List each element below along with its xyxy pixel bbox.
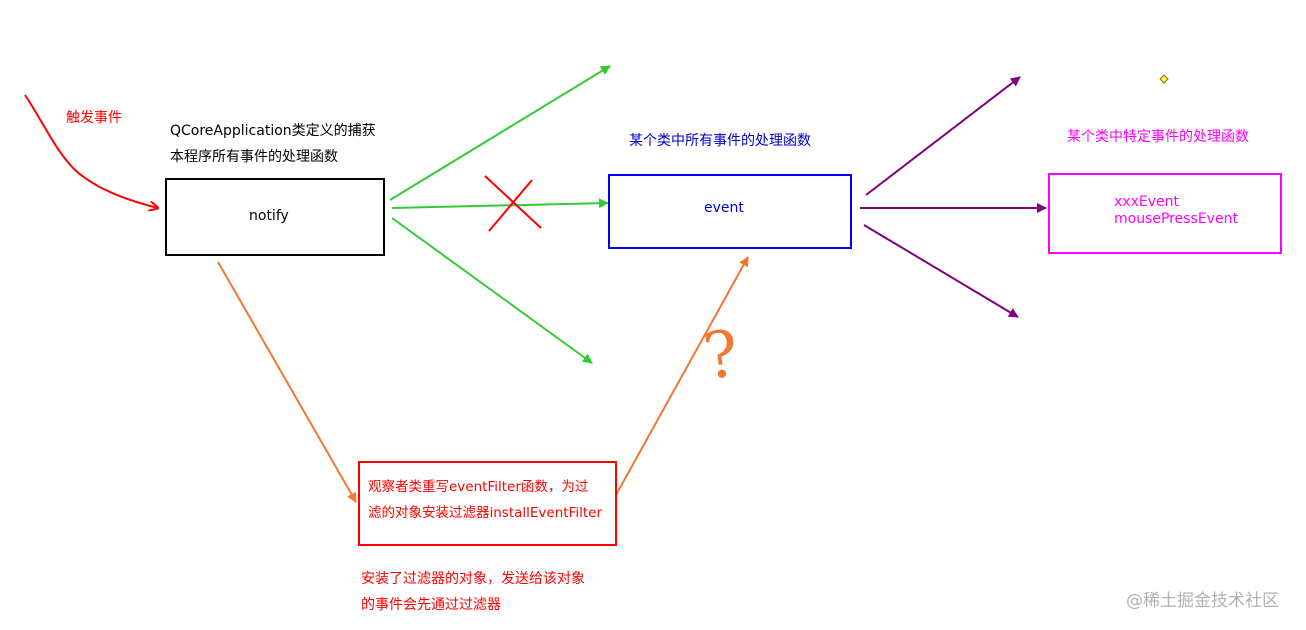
arrow-notify-up	[389, 65, 611, 201]
specific-events-box: xxxEvent mousePressEvent	[1048, 173, 1282, 254]
cross-mark-stroke-2	[488, 179, 533, 232]
trigger-arrow	[24, 94, 158, 208]
notify-box: notify	[165, 178, 385, 256]
filter-note: 安装了过滤器的对象，发送给该对象 的事件会先通过过滤器	[361, 571, 585, 613]
specific-events-label: xxxEvent mousePressEvent	[1114, 194, 1238, 227]
event-label: event	[704, 200, 744, 216]
trigger-event-label: 触发事件	[66, 110, 122, 126]
specific-events-caption: 某个类中特定事件的处理函数	[1067, 129, 1249, 145]
arrow-notify-down	[391, 217, 593, 364]
observer-filter-label: 观察者类重写eventFilter函数，为过 滤的对象安装过滤器installE…	[368, 479, 603, 521]
arrow-event-down	[863, 224, 1019, 318]
arrow-notify-to-filter	[217, 261, 357, 503]
arrow-notify-to-event	[391, 198, 609, 209]
qcore-caption: QCoreApplication类定义的捕获 本程序所有事件的处理函数	[170, 123, 376, 165]
observer-filter-box: 观察者类重写eventFilter函数，为过 滤的对象安装过滤器installE…	[358, 461, 617, 546]
arrow-event-up	[865, 76, 1021, 196]
notify-label: notify	[249, 208, 289, 224]
watermark: @稀土掘金技术社区	[1126, 591, 1279, 611]
arrow-filter-to-event	[615, 256, 749, 496]
all-events-caption: 某个类中所有事件的处理函数	[629, 133, 811, 149]
event-box: event	[608, 174, 852, 249]
diamond-icon	[1159, 74, 1169, 84]
